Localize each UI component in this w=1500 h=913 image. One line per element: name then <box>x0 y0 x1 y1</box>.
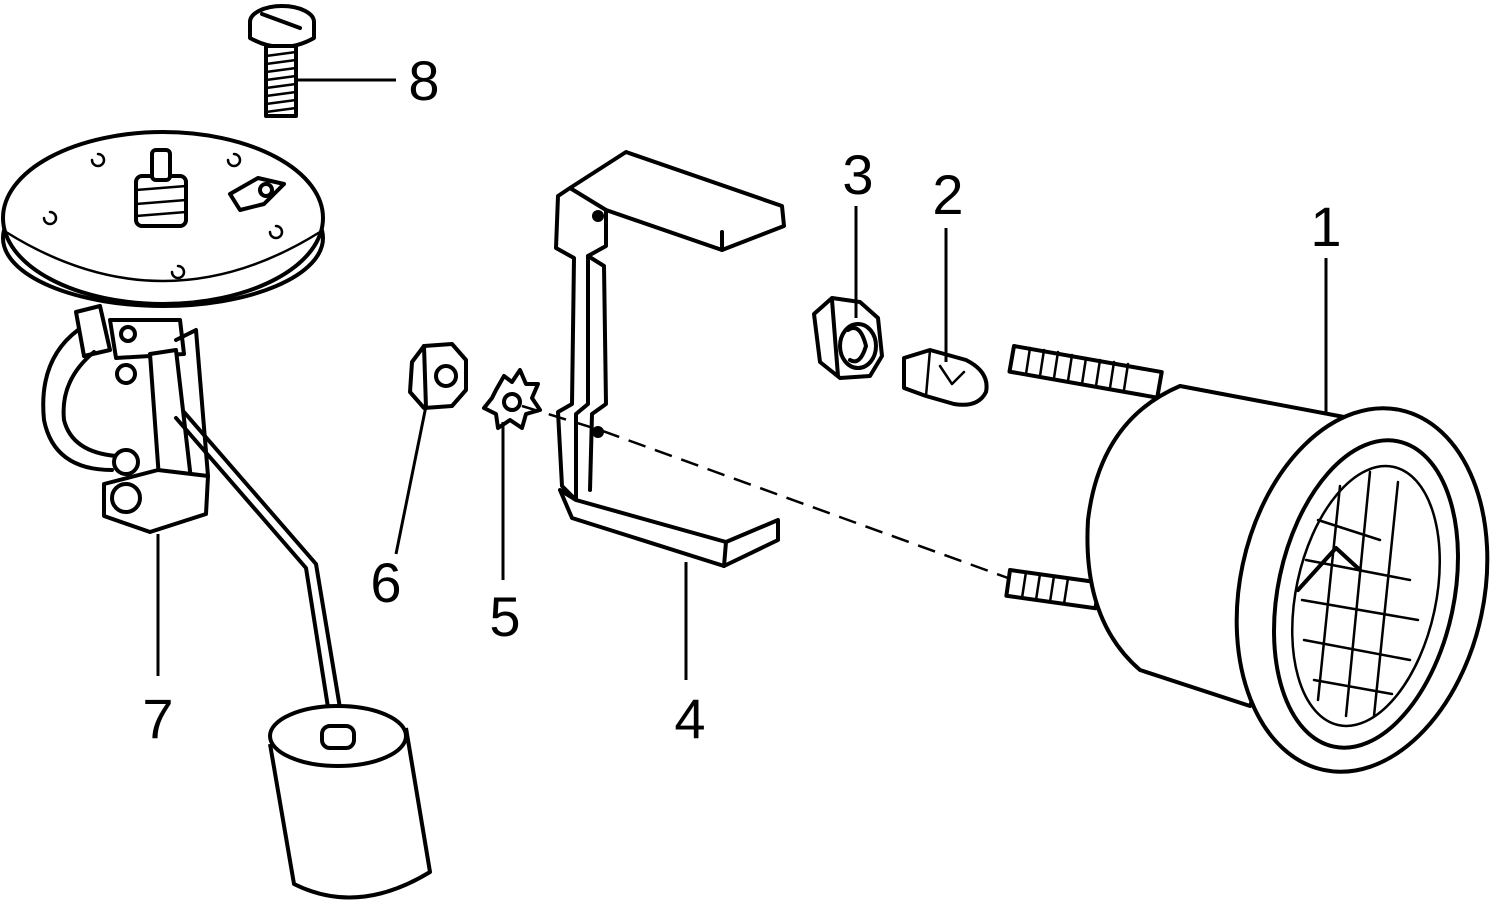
callout-labels: 1 2 3 4 5 6 7 8 <box>142 49 1341 750</box>
bulb-socket-icon <box>812 296 884 380</box>
leader-6 <box>394 405 428 555</box>
callout-8: 8 <box>408 49 439 112</box>
nut-icon <box>408 342 468 410</box>
callout-1: 1 <box>1310 195 1341 258</box>
callout-3: 3 <box>842 143 873 206</box>
callout-2: 2 <box>932 163 963 226</box>
screw-icon <box>248 4 316 118</box>
mounting-bracket-icon <box>554 150 786 568</box>
callout-5: 5 <box>489 585 520 648</box>
bulb-icon <box>902 348 989 407</box>
callout-6: 6 <box>370 551 401 614</box>
fuel-sender-icon <box>1 130 432 900</box>
callout-7: 7 <box>142 687 173 750</box>
fuel-gauge-icon <box>1004 343 1490 774</box>
assembly-line <box>521 404 1009 580</box>
lock-washer-icon <box>482 368 542 430</box>
leader-lines <box>156 78 1328 680</box>
callout-4: 4 <box>674 687 705 750</box>
